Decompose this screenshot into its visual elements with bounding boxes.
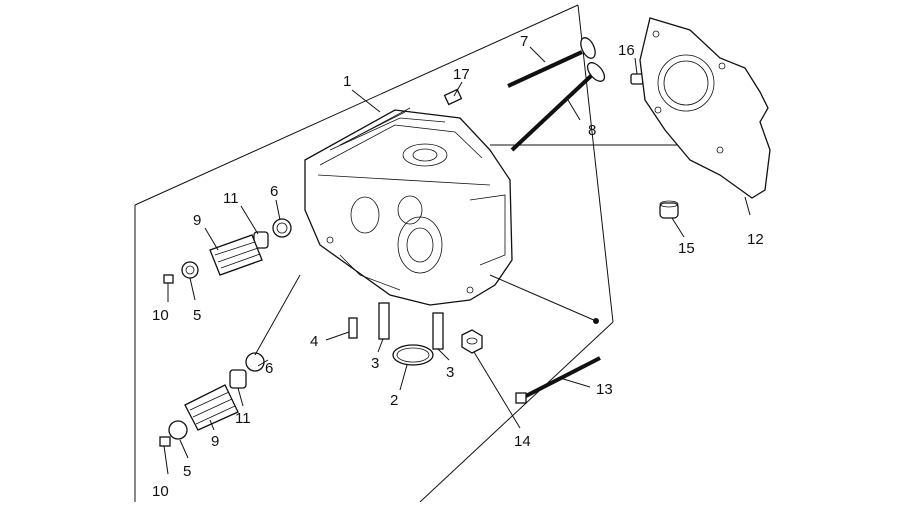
o-ring-2 xyxy=(392,344,434,366)
sleeve-15 xyxy=(659,200,679,219)
nut-14 xyxy=(461,329,483,354)
callout-16: 16 xyxy=(618,42,635,59)
upper-spring-group xyxy=(163,218,292,284)
leader-lines xyxy=(163,46,751,475)
bolt-13 xyxy=(515,356,601,404)
callout-3-right: 3 xyxy=(446,364,454,381)
callout-5-lower: 5 xyxy=(183,463,191,480)
callout-9-upper: 9 xyxy=(193,212,201,229)
lower-spring-group xyxy=(159,352,265,447)
valve-7 xyxy=(507,37,596,88)
cylinder-head xyxy=(304,107,513,306)
callout-9-lower: 9 xyxy=(211,433,219,450)
callout-1: 1 xyxy=(343,73,351,90)
callout-3-left: 3 xyxy=(371,355,379,372)
callout-10-lower: 10 xyxy=(152,483,169,500)
assembly-outline xyxy=(134,4,720,503)
callout-13: 13 xyxy=(596,381,613,398)
callout-6-upper: 6 xyxy=(270,183,278,200)
callout-7: 7 xyxy=(520,33,528,50)
pins xyxy=(348,302,444,350)
callout-10-upper: 10 xyxy=(152,307,169,324)
callout-11-upper: 11 xyxy=(223,190,239,207)
callout-2: 2 xyxy=(390,392,398,409)
callout-12: 12 xyxy=(747,231,764,248)
gasket-12 xyxy=(639,17,771,199)
callout-14: 14 xyxy=(514,433,531,450)
dowel-16 xyxy=(630,73,644,85)
stud-17 xyxy=(443,88,463,106)
callout-17: 17 xyxy=(453,66,470,83)
valve-8 xyxy=(510,62,606,152)
callout-4: 4 xyxy=(310,333,318,350)
callout-11-lower: 11 xyxy=(235,410,251,427)
callout-15: 15 xyxy=(678,240,695,257)
callout-6-lower: 6 xyxy=(265,360,273,377)
callout-labels: 1 17 7 8 16 12 15 11 6 9 10 5 4 3 3 2 14… xyxy=(152,33,764,500)
callout-5-upper: 5 xyxy=(193,307,201,324)
callout-8: 8 xyxy=(588,122,596,139)
